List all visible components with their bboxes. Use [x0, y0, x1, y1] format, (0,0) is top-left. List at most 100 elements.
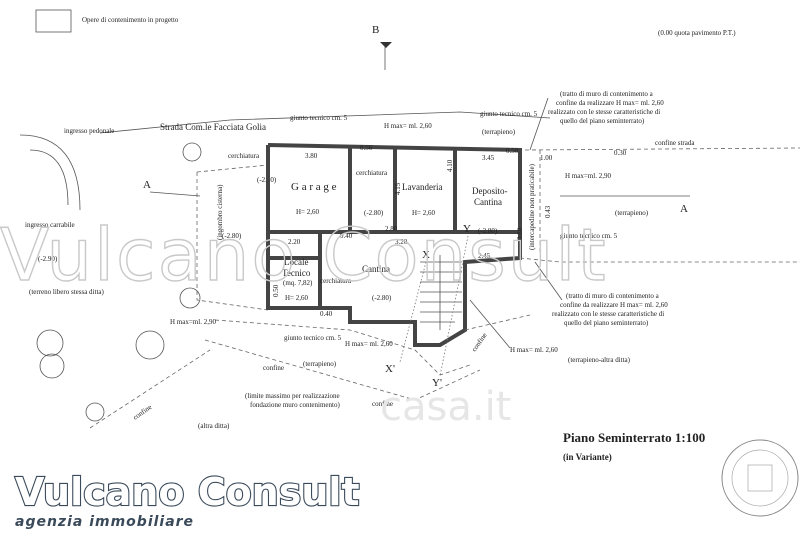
brand-logo: Vulcano Consult: [15, 470, 360, 514]
note-confine-diag: confine: [372, 400, 393, 408]
note-wall-top-4: quello del piano seminterrato): [560, 117, 645, 125]
dim-043: 0.43: [544, 205, 552, 218]
leader-hmax-mid: [469, 299, 511, 349]
note-confine-bottom: confine: [263, 364, 284, 372]
boundary-left-diag: [89, 349, 211, 429]
watermark-text: Vulcano Consult: [0, 213, 608, 297]
note-confine-mid: confine: [470, 331, 489, 353]
note-wall-mid-4: quello del piano seminterrato): [564, 319, 649, 327]
cerchiatura-1: cerchiatura: [228, 152, 260, 160]
section-marker-a-right: A: [680, 203, 688, 215]
room-deposito: Deposito-: [472, 186, 508, 196]
note-giunto-top: giunto tecnico cm. 5: [290, 114, 348, 122]
room-garage-q: (-2.80): [364, 209, 384, 217]
staircase: [420, 255, 462, 330]
dim-050-b: 0.50: [272, 284, 280, 297]
note-wall-top-3: realizzato con le stesse caratteristiche…: [548, 108, 660, 116]
legend-swatch: [35, 9, 72, 33]
quota-left-2: (-2.80): [222, 232, 242, 240]
note-hmax-left: H max=ml. 2,90: [170, 318, 216, 326]
note-wall-mid-2: confine da realizzare H max= ml. 2,60: [560, 301, 668, 309]
room-locale-mq: (mq. 7,82): [283, 279, 313, 287]
dim-245: 2.45: [478, 252, 491, 260]
watermark-site: casa.it: [380, 384, 511, 430]
room-deposito-q: (-2.80): [478, 227, 498, 235]
section-marker-x: X: [422, 249, 430, 261]
access-carrabile: ingresso carrabile: [25, 221, 75, 229]
quota-note: (0.00 quota pavimento P.T.): [658, 29, 736, 37]
access-curve-inner: [29, 149, 69, 206]
dim-345: 3.45: [482, 154, 495, 162]
section-line-y: [439, 235, 469, 377]
dim-280: 2.80: [385, 225, 398, 233]
boundary-street: [524, 147, 800, 151]
dim-380: 3.80: [305, 152, 318, 160]
note-terrapieno-altra: (terrapieno-altra ditta): [568, 356, 631, 364]
cerchiatura-3: cerchiatura: [320, 277, 352, 285]
section-marker-a-left: A: [143, 179, 151, 191]
note-terrapieno-right: (terrapieno): [615, 209, 649, 217]
cerchiatura-2: cerchiatura: [356, 169, 388, 177]
dim-040-a: 0.40: [320, 310, 333, 318]
room-cantina-q: (-2.80): [372, 294, 392, 302]
room-lavanderia-h: H= 2,60: [412, 209, 436, 217]
room-deposito-cantina: Cantina: [474, 197, 502, 207]
note-giunto-right-top: giunto tecnico cm. 5: [480, 110, 538, 118]
access-pedonale: ingresso pedonale: [64, 127, 114, 135]
note-wall-mid-3: realizzato con le stesse caratteristiche…: [552, 310, 664, 318]
leader-wall-top: [529, 97, 549, 151]
dim-050: 0.50: [506, 147, 519, 155]
section-arrow-b: [380, 42, 392, 48]
boundary-stair: [464, 314, 531, 331]
section-marker-x-prime: X': [385, 363, 395, 375]
brand-tagline: agenzia immobiliare: [15, 514, 194, 530]
dim-056: 0.56: [360, 144, 373, 152]
note-hmax-right: H max=ml. 2,90: [565, 172, 611, 180]
room-garage-h: H= 2,60: [296, 208, 320, 216]
note-giunto-right: giunto tecnico cm. 5: [560, 232, 618, 240]
note-intercapedine: (intercapedine non praticabile): [528, 163, 536, 250]
room-garage: G a r a g e: [291, 181, 337, 193]
ingombro-cisterna: (ingombro cisterna): [216, 184, 224, 240]
note-hmax-mid: H max= ml. 2,60: [510, 346, 558, 354]
street-name: Strada Com.le Facciata Golia: [160, 122, 266, 132]
section-marker-b: B: [372, 24, 379, 36]
note-terreno-libero: (terreno libero stessa ditta): [29, 288, 105, 296]
section-marker-y-prime: Y': [432, 377, 442, 389]
note-quota-left: (-2.90): [38, 255, 58, 263]
dim-100: 1.00: [540, 154, 553, 162]
street-edge: [99, 111, 551, 134]
note-terrapieno-top: (terrapieno): [482, 128, 516, 136]
leader-wall-mid: [534, 261, 563, 301]
professional-stamp-seal: [721, 439, 799, 517]
note-confine-strada: confine strada: [655, 139, 695, 147]
room-lavanderia: Lavanderia: [402, 182, 442, 192]
note-hmax-bottom: H max= ml. 2,60: [345, 340, 393, 348]
boundary-bottom-inner: [214, 319, 471, 376]
dim-320: 3.20: [395, 238, 408, 246]
building-outline: [266, 143, 522, 347]
note-terrapieno-bottom: (terrapieno): [303, 360, 337, 368]
room-tecnico: Tecnico: [282, 268, 311, 278]
room-locale-h: H= 2,60: [285, 294, 309, 302]
dim-040-b: 0.40: [340, 232, 353, 240]
dim-080: 0.80: [516, 227, 524, 240]
note-limite-2: fondazione muro contenimento): [250, 401, 340, 409]
note-giunto-bottom: giunto tecnico cm. 5: [284, 334, 342, 342]
plan-subtitle: (in Variante): [563, 452, 612, 462]
room-locale: Locale: [284, 257, 308, 267]
dim-410: 4.10: [446, 159, 454, 172]
driveway-top: [196, 164, 269, 173]
legend-label: Opere di contenimento in progetto: [82, 16, 179, 24]
plan-title: Piano Seminterrato 1:100: [563, 430, 705, 445]
note-wall-mid-1: (tratto di muro di contenimento a: [566, 292, 660, 300]
note-confine-left: confine: [132, 403, 154, 422]
note-wall-top-2: confine da realizzare H max= ml. 2,60: [556, 99, 664, 107]
note-hmax-top: H max= ml. 2,60: [384, 122, 432, 130]
driveway-left: [196, 172, 269, 311]
room-cantina: Cantina: [362, 264, 390, 274]
dim-030: 0.30: [614, 149, 627, 157]
tree-icon: [36, 142, 202, 422]
dim-415: 4.15: [394, 182, 402, 195]
